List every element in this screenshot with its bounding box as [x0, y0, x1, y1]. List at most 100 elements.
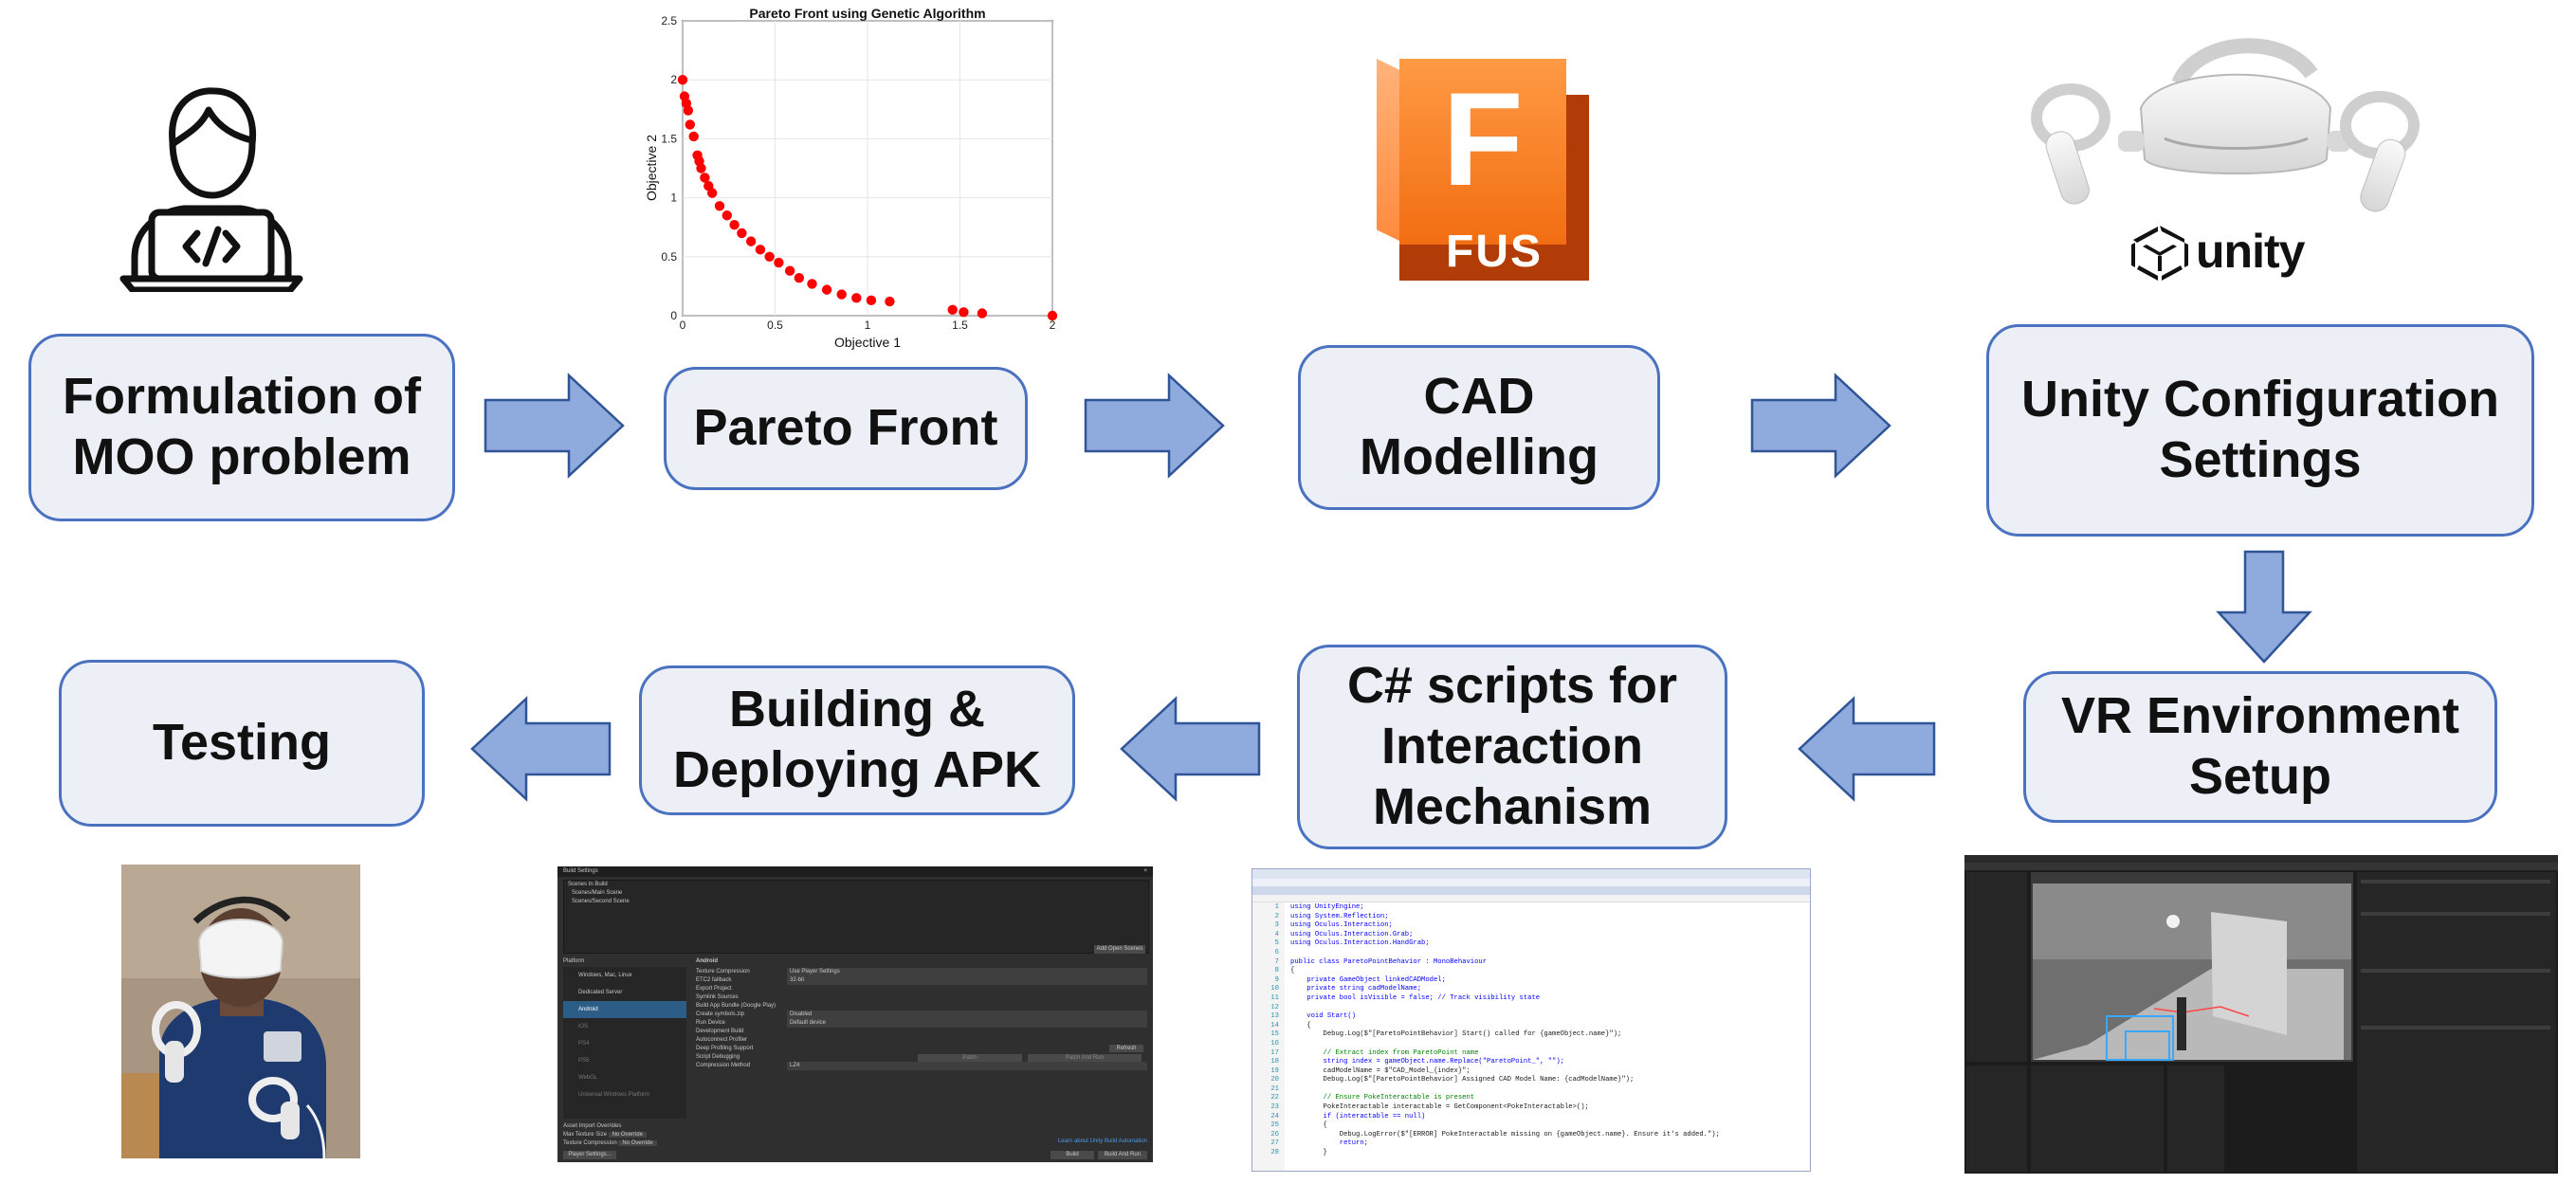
build-setting-label: ETC2 fallback [696, 977, 732, 983]
chart-xtick-label: 0 [680, 319, 686, 332]
step-cad-modelling: CAD Modelling [1298, 345, 1660, 510]
unity-editor-screenshot [1964, 855, 2558, 1174]
build-setting-row: Build App Bundle (Google Play) [696, 1002, 1147, 1011]
chart-point [722, 210, 732, 221]
platform-item[interactable]: WebGL [578, 1075, 598, 1081]
build-settings-titlebar: Build Settings × [557, 866, 1153, 877]
platform-item[interactable]: PS5 [578, 1058, 590, 1064]
line-number: 19 [1270, 1066, 1279, 1075]
editor-toolbar [1252, 879, 1810, 886]
code-line: 19 cadModelName = $"CAD_Model_{index}"; [1252, 1067, 1810, 1077]
add-open-scenes-button[interactable]: Add Open Scenes [1094, 945, 1145, 954]
code-text: void Start() [1290, 1012, 1357, 1021]
chart-ytick-label: 2.5 [661, 14, 677, 27]
build-and-run-button[interactable]: Build And Run [1098, 1151, 1147, 1159]
fusion-360-logo: F FUS [1377, 59, 1597, 286]
build-setting-value[interactable] [787, 993, 1147, 1002]
build-setting-value[interactable]: Disabled [787, 1011, 1147, 1019]
line-number: 7 [1274, 957, 1279, 966]
platform-item-selected[interactable]: Android [563, 1001, 686, 1018]
player-settings-button[interactable]: Player Settings... [563, 1151, 616, 1159]
build-setting-value[interactable] [787, 1045, 1147, 1053]
code-text: if (interactable == null) [1290, 1112, 1426, 1120]
arrow-vr-to-csharp [1798, 696, 1936, 802]
unity-logo: unity [2129, 218, 2329, 288]
code-text: Debug.LogError($"[ERROR] PokeInteractabl… [1290, 1130, 1720, 1138]
build-setting-row: Compression Method LZ4 [696, 1062, 1147, 1070]
build-setting-value[interactable]: LZ4 [787, 1062, 1147, 1070]
learn-build-automation-link[interactable]: Learn about Unity Build Automation [1057, 1138, 1147, 1144]
scenes-header: Scenes In Build [568, 882, 608, 887]
line-number: 15 [1270, 1030, 1279, 1039]
patch-and-run-button[interactable]: Patch And Run [1028, 1054, 1142, 1062]
arrow-build-to-testing [470, 696, 612, 802]
chart-point [737, 228, 747, 239]
editor-gutter [1252, 902, 1285, 1171]
scene-item[interactable]: Scenes/Second Scene [572, 899, 630, 904]
build-button[interactable]: Build [1050, 1151, 1094, 1159]
code-line: 20 Debug.Log($"[ParetoPointBehavior] Ass… [1252, 1076, 1810, 1085]
step-csharp-scripts: C# scripts for Interaction Mechanism [1297, 645, 1727, 849]
code-text: // Extract index from ParetoPoint name [1290, 1048, 1479, 1057]
platform-item[interactable]: iOS [578, 1024, 589, 1029]
arrow-pareto-to-cad [1084, 373, 1225, 479]
chart-point [851, 293, 862, 303]
chart-point [866, 295, 877, 306]
line-number: 14 [1270, 1021, 1279, 1029]
build-setting-value[interactable] [787, 985, 1147, 993]
code-text: PokeInteractable interactable = GetCompo… [1290, 1103, 1589, 1112]
build-setting-row: Autoconnect Profiler [696, 1036, 1147, 1045]
platform-item[interactable]: Universal Windows Platform [578, 1092, 650, 1098]
code-text: string index = gameObject.name.Replace("… [1290, 1058, 1565, 1066]
line-number: 9 [1274, 975, 1279, 984]
step-vr-label: VR Environment Setup [2060, 687, 2460, 805]
code-line: 11 private bool isVisible = false; // Tr… [1252, 994, 1810, 1004]
chart-xtick-label: 1.5 [952, 319, 968, 332]
chart-point [821, 284, 832, 295]
platform-item[interactable]: Dedicated Server [578, 990, 623, 995]
step-formulation: Formulation of MOO problem [28, 334, 455, 521]
build-setting-value[interactable] [787, 1002, 1147, 1011]
chart-ytick-label: 0.5 [661, 250, 677, 264]
build-setting-value[interactable]: Use Player Settings [787, 968, 1147, 976]
close-icon[interactable]: × [1143, 868, 1147, 874]
max-texture-select[interactable]: No Override [608, 1132, 647, 1138]
step-pareto-label: Pareto Front [693, 399, 998, 457]
build-setting-value[interactable] [787, 1028, 1147, 1036]
step-building-deploying: Building & Deploying APK [639, 665, 1075, 815]
refresh-button[interactable]: Refresh [1109, 1045, 1143, 1052]
build-settings-title: Build Settings [563, 868, 598, 874]
chart-point [784, 265, 795, 276]
build-setting-label: Texture Compression [696, 969, 750, 975]
platform-item[interactable]: Windows, Mac, Linux [578, 973, 632, 978]
build-setting-label: Compression Method [696, 1063, 751, 1068]
build-setting-value[interactable]: 32-bit [787, 976, 1147, 985]
line-number: 8 [1274, 967, 1279, 975]
build-setting-value[interactable] [787, 1036, 1147, 1045]
max-texture-row: Max Texture Size No Override [563, 1131, 686, 1139]
build-setting-label: Build App Bundle (Google Play) [696, 1003, 776, 1009]
line-number: 6 [1274, 948, 1279, 956]
code-text: private GameObject linkedCADModel; [1290, 975, 1446, 984]
arrow-unity-to-vr [2216, 550, 2312, 664]
fusion-logo-letter: F [1442, 64, 1524, 213]
code-text: private bool isVisible = false; // Track… [1290, 993, 1541, 1002]
android-header: Android [696, 958, 718, 964]
chart-point [794, 272, 805, 283]
step-csharp-label: C# scripts for Interaction Mechanism [1346, 657, 1678, 835]
texture-compression-label: Texture Compression [563, 1140, 617, 1146]
code-line: 6 [1252, 949, 1810, 958]
code-text: using Oculus.Interaction.HandGrab; [1290, 939, 1430, 948]
texture-compression-select[interactable]: No Override [618, 1140, 657, 1146]
line-number: 21 [1270, 1084, 1279, 1093]
line-number: 17 [1270, 1048, 1279, 1057]
patch-button[interactable]: Patch [918, 1054, 1022, 1062]
build-setting-value[interactable]: Default device [787, 1019, 1147, 1028]
build-setting-label: Symlink Sources [696, 994, 739, 1000]
chart-point [977, 308, 988, 319]
scene-item[interactable]: Scenes/Main Scene [572, 890, 623, 896]
platform-item[interactable]: PS4 [578, 1041, 590, 1047]
code-text: return; [1290, 1139, 1368, 1148]
